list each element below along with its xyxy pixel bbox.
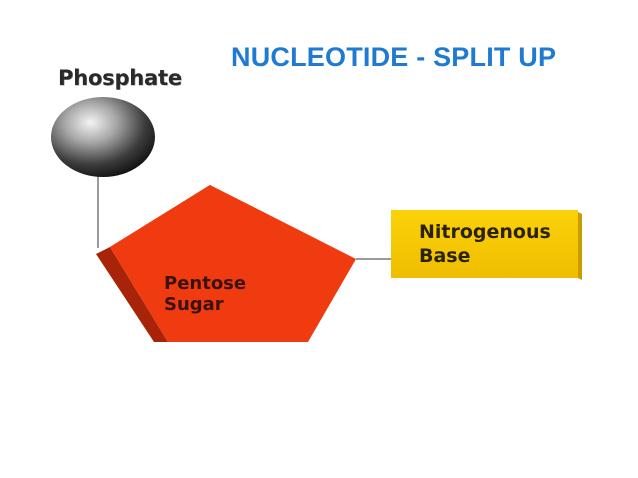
base-label-line2: Base xyxy=(419,245,471,267)
sugar-side-face xyxy=(96,247,168,342)
base-label-line1: Nitrogenous xyxy=(419,221,551,243)
sugar-label: Pentose Sugar xyxy=(164,273,246,315)
base-label: Nitrogenous Base xyxy=(419,220,551,268)
base-edge xyxy=(578,212,582,280)
sugar-label-line2: Sugar xyxy=(164,294,224,315)
phosphate-sphere xyxy=(51,97,155,177)
phosphate-label: Phosphate xyxy=(58,66,182,90)
sugar-pentagon xyxy=(110,185,356,342)
sugar-label-line1: Pentose xyxy=(164,273,247,294)
base-rectangle xyxy=(391,210,578,278)
slide-title: NUCLEOTIDE - SPLIT UP xyxy=(231,42,557,72)
